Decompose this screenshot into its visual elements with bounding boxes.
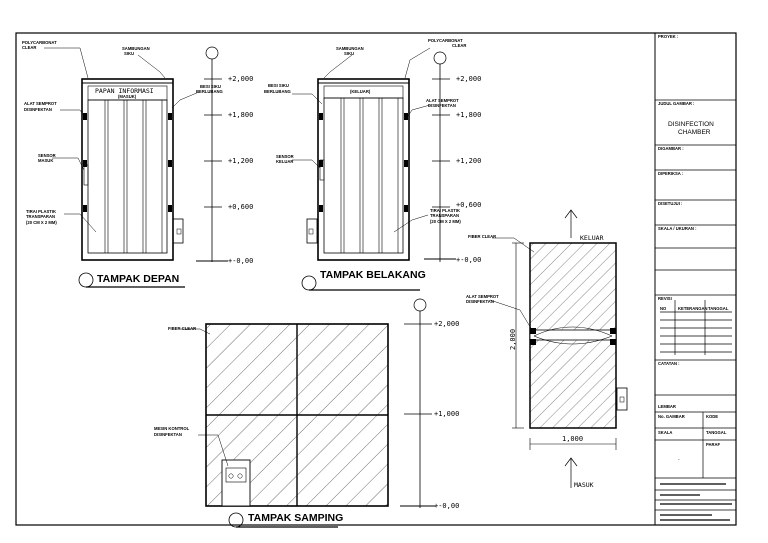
front-title-circle: [78, 272, 94, 288]
tb-digambar-label: DIGAMBAR :: [658, 146, 684, 151]
sheet-border: [15, 32, 737, 526]
back-sign-subtext: (KELUAR): [350, 89, 371, 94]
tb-disetujui-label: DISETUJUI :: [658, 201, 682, 206]
side-elevation-scale: [400, 298, 436, 508]
front-elev-2000: +2,000: [228, 75, 253, 83]
back-polycarbonat-label-1: POLYCARBONAT: [428, 38, 463, 43]
back-alat-semprot-label-2: DISINFEKTAN: [428, 103, 456, 108]
tb-catatan-label: CATATAN :: [658, 361, 680, 366]
back-title-circle: [301, 275, 317, 291]
plan-dim-height: 2,000: [509, 329, 517, 350]
tb-title-line-1: DISINFECTION: [668, 121, 714, 128]
front-besi-siku-label-2: BERLUBANG: [196, 89, 223, 94]
front-polycarbonat-label-2: CLEAR: [22, 45, 36, 50]
back-besi-siku-label-1: BESI SIKU: [268, 83, 289, 88]
tb-no-label: NO: [660, 306, 667, 311]
back-polycarbonat-label-2: CLEAR: [452, 43, 466, 48]
back-tirai-label-3: (20 CM X 2 MM): [430, 219, 461, 224]
front-alat-semprot-label-2: DISINFEKTAN: [24, 107, 52, 112]
tb-kode-label: KODE: [706, 414, 718, 419]
front-sensor-label-2: MASUK: [38, 158, 53, 163]
front-polycarbonat-label-1: POLYCARBONAT: [22, 40, 57, 45]
tb-diperiksa-label: DIPERIKSA :: [658, 171, 683, 176]
tb-revisi-label: REVISI: [658, 296, 672, 301]
tb-paraf-label: PARAF: [706, 442, 721, 447]
back-sensor-label-2: KELUAR: [276, 159, 293, 164]
front-elev-0600: +0,600: [228, 203, 253, 211]
tb-tanggal-rev-label: TANGGAL: [708, 306, 729, 311]
tb-proyek-label: PROYEK :: [658, 34, 678, 39]
front-elev-1200: +1,200: [228, 157, 253, 165]
front-elev-0000: +-0,00: [228, 257, 253, 265]
front-view-title: TAMPAK DEPAN: [97, 273, 179, 285]
front-tirai-label-2: TRANSPARAN: [26, 214, 55, 219]
title-block: [655, 99, 736, 511]
back-sensor-label-1: SENSOR: [276, 154, 294, 159]
back-elev-1800: +1,800: [456, 111, 481, 119]
side-view: [180, 323, 389, 507]
back-elev-0600: +0,600: [456, 201, 481, 209]
back-view: [292, 47, 431, 261]
front-sambungan-label-2: SIKU: [124, 51, 134, 56]
plan-view: [489, 209, 628, 488]
side-view-title: TAMPAK SAMPING: [248, 512, 343, 524]
front-tirai-label-3: (20 CM X 2 MM): [26, 220, 57, 225]
plan-keluar-label: KELUAR: [580, 234, 604, 242]
back-elev-2000: +2,000: [456, 75, 481, 83]
side-fiber-label: FIBER CLEAR: [168, 326, 196, 331]
plan-dim-width: 1,000: [562, 435, 583, 443]
tb-dot: .: [678, 455, 680, 462]
back-tirai-label-2: TRANSPARAN: [430, 213, 459, 218]
back-elev-1200: +1,200: [456, 157, 481, 165]
front-tirai-label-1: TIRAI PLASTIK: [26, 209, 56, 214]
front-sign-subtext: (MASUK): [118, 94, 137, 99]
plan-fiber-label: FIBER CLEAR: [468, 234, 496, 239]
side-mesin-label-1: MESIN KONTROL: [154, 426, 190, 431]
side-elev-2000: +2,000: [434, 320, 459, 328]
plan-alat-label-2: DISINFEKTAN: [466, 299, 494, 304]
front-sensor-label-1: SENSOR: [38, 153, 56, 158]
side-elev-0000: +-0,00: [434, 502, 459, 510]
plan-alat-label-1: ALAT SEMPROT: [466, 294, 499, 299]
side-elev-1000: +1,000: [434, 410, 459, 418]
side-mesin-label-2: DISINFEKTAN: [154, 432, 182, 437]
front-besi-siku-label-1: BESI SIKU: [200, 84, 221, 89]
tb-lembar-label: LEMBAR: [658, 404, 676, 409]
front-alat-semprot-label-1: ALAT SEMPROT: [24, 101, 57, 106]
tb-judul-label: JUDUL GAMBAR :: [658, 101, 694, 106]
plan-masuk-label: MASUK: [574, 481, 594, 489]
back-sambungan-label-2: SIKU: [344, 51, 354, 56]
back-elev-0000: +-0,00: [456, 256, 481, 264]
front-sign-text: PAPAN INFORMASI: [95, 87, 154, 95]
back-elevation-scale: [424, 51, 456, 262]
tb-skala-ukuran-label: SKALA / UKURAN :: [658, 226, 696, 231]
back-view-title: TAMPAK BELAKANG: [320, 269, 426, 281]
front-elevation-scale: [196, 46, 228, 262]
back-sambungan-label-1: SAMBUNGAN: [336, 46, 364, 51]
tb-fineprint: [660, 483, 732, 521]
tb-keterangan-label: KETERANGAN: [678, 306, 708, 311]
front-sambungan-label-1: SAMBUNGAN: [122, 46, 150, 51]
tb-no-gambar-label: No. GAMBAR: [658, 414, 685, 419]
front-elev-1800: +1,800: [228, 111, 253, 119]
front-view: [44, 47, 200, 261]
back-besi-siku-label-2: BERLUBANG: [264, 89, 291, 94]
tb-tanggal-label: TANGGAL: [706, 430, 727, 435]
back-alat-semprot-label-1: ALAT SEMPROT: [426, 98, 459, 103]
back-tirai-label-1: TIRAI PLASTIK: [430, 208, 460, 213]
tb-title-line-2: CHAMBER: [678, 129, 711, 136]
tb-skala-label: SKALA: [658, 430, 672, 435]
